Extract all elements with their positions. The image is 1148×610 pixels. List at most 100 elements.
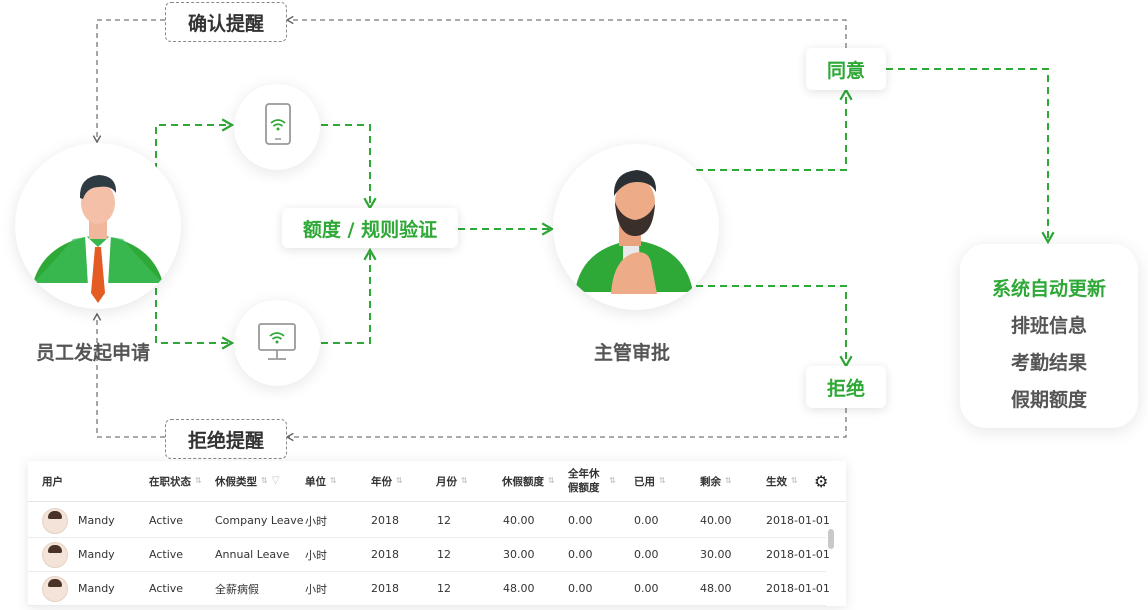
sort-icon[interactable]: ⇅ — [791, 476, 798, 485]
cell-quota: 48.00 — [503, 582, 535, 595]
header-effective[interactable]: 生效⇅ — [766, 475, 798, 488]
sort-icon[interactable]: ⇅ — [461, 476, 468, 485]
manager-label: 主管审批 — [594, 342, 671, 364]
cell-annual-quota: 0.00 — [568, 514, 593, 527]
header-month[interactable]: 月份⇅ — [436, 475, 468, 488]
cell-unit: 小时 — [305, 514, 327, 528]
confirm-reminder-label: 确认提醒 — [187, 12, 264, 35]
manager-avatar-icon — [575, 170, 693, 294]
table-header: 用户 在职状态⇅ 休假类型⇅▽ 单位⇅ 年份⇅ 月份⇅ 休假额度⇅ 全年休假额度… — [28, 461, 846, 502]
reject-reminder-to-employee-line — [92, 312, 165, 438]
header-used[interactable]: 已用⇅ — [634, 475, 666, 488]
sort-icon[interactable]: ⇅ — [195, 476, 202, 485]
result-attendance: 考勤结果 — [1010, 352, 1087, 374]
header-user[interactable]: 用户 — [42, 475, 63, 488]
reject-label: 拒绝 — [826, 377, 865, 400]
cell-used: 0.00 — [634, 514, 659, 527]
gear-icon[interactable]: ⚙ — [814, 471, 829, 491]
agree-to-confirm-reminder-line — [285, 15, 847, 48]
validation-box: 额度 / 规则验证 — [282, 208, 458, 248]
mobile-phone-icon — [265, 103, 291, 145]
sort-icon[interactable]: ⇅ — [659, 476, 666, 485]
reject-reminder-label: 拒绝提醒 — [187, 429, 264, 452]
filter-icon[interactable]: ▽ — [271, 475, 280, 486]
cell-annual-quota: 0.00 — [568, 548, 593, 561]
employee-label: 员工发起申请 — [36, 342, 151, 364]
cell-effective: 2018-01-01 — [766, 514, 830, 527]
cell-month: 12 — [437, 582, 451, 595]
manager-to-reject-line — [696, 285, 853, 369]
cell-quota: 30.00 — [503, 548, 535, 561]
employee-circle — [15, 143, 181, 309]
sort-icon[interactable]: ⇅ — [396, 476, 403, 485]
table-row[interactable]: Mandy Active 全薪病假 小时 2018 12 48.00 0.00 … — [28, 572, 830, 606]
avatar — [42, 575, 68, 602]
phone-to-validation-line — [321, 124, 377, 211]
phone-circle — [234, 84, 320, 170]
agree-box: 同意 — [806, 48, 886, 90]
sort-icon[interactable]: ⇅ — [725, 476, 732, 485]
header-remaining[interactable]: 剩余⇅ — [700, 475, 732, 488]
reject-to-reject-reminder-line — [285, 408, 847, 442]
header-quota[interactable]: 休假额度⇅ — [502, 475, 555, 488]
table-row[interactable]: Mandy Active Company Leave 小时 2018 12 40… — [28, 504, 830, 538]
header-leave-type[interactable]: 休假类型⇅▽ — [215, 475, 280, 488]
sort-icon[interactable]: ⇅ — [548, 476, 555, 485]
cell-year: 2018 — [371, 548, 399, 561]
cell-year: 2018 — [371, 514, 399, 527]
reject-box: 拒绝 — [806, 366, 886, 408]
confirm-reminder-box: 确认提醒 — [165, 2, 287, 42]
cell-remaining: 30.00 — [700, 548, 732, 561]
avatar — [42, 507, 68, 534]
employee-to-desktop-line — [155, 288, 235, 350]
cell-status: Active — [149, 514, 184, 527]
cell-remaining: 40.00 — [700, 514, 732, 527]
cell-unit: 小时 — [305, 548, 327, 562]
result-system-update: 系统自动更新 — [991, 278, 1106, 300]
employee-avatar-icon — [33, 175, 163, 303]
reject-reminder-box: 拒绝提醒 — [165, 419, 287, 459]
cell-used: 0.00 — [634, 548, 659, 561]
cell-effective: 2018-01-01 — [766, 582, 830, 595]
sort-icon[interactable]: ⇅ — [330, 476, 337, 485]
cell-annual-quota: 0.00 — [568, 582, 593, 595]
desktop-circle — [234, 300, 320, 386]
desktop-to-validation-line — [321, 247, 377, 344]
cell-user: Mandy — [78, 548, 115, 561]
cell-month: 12 — [437, 514, 451, 527]
cell-status: Active — [149, 582, 184, 595]
table-scrollbar[interactable] — [828, 529, 834, 549]
cell-user: Mandy — [78, 582, 115, 595]
avatar — [42, 541, 68, 568]
cell-user: Mandy — [78, 514, 115, 527]
header-unit[interactable]: 单位⇅ — [305, 475, 337, 488]
cell-unit: 小时 — [305, 582, 327, 596]
result-schedule-info: 排班信息 — [1010, 315, 1087, 337]
results-panel: 系统自动更新 排班信息 考勤结果 假期额度 — [960, 244, 1138, 428]
sort-icon[interactable]: ⇅ — [609, 476, 616, 485]
cell-month: 12 — [437, 548, 451, 561]
cell-leave-type: 全薪病假 — [215, 582, 259, 596]
header-annual-quota[interactable]: 全年休假额度⇅ — [568, 468, 616, 494]
sort-icon[interactable]: ⇅ — [261, 476, 268, 485]
cell-status: Active — [149, 548, 184, 561]
result-leave-quota: 假期额度 — [1010, 389, 1087, 411]
agree-to-results-line — [886, 68, 1055, 245]
table-row[interactable]: Mandy Active Annual Leave 小时 2018 12 30.… — [28, 538, 830, 572]
cell-used: 0.00 — [634, 582, 659, 595]
manager-to-agree-line — [696, 87, 853, 171]
validation-label: 额度 / 规则验证 — [302, 218, 438, 241]
cell-year: 2018 — [371, 582, 399, 595]
cell-quota: 40.00 — [503, 514, 535, 527]
cell-leave-type: Company Leave — [215, 514, 304, 527]
header-year[interactable]: 年份⇅ — [371, 475, 403, 488]
cell-leave-type: Annual Leave — [215, 548, 290, 561]
header-status[interactable]: 在职状态⇅ — [149, 475, 202, 488]
cell-effective: 2018-01-01 — [766, 548, 830, 561]
leave-quota-table: 用户 在职状态⇅ 休假类型⇅▽ 单位⇅ 年份⇅ 月份⇅ 休假额度⇅ 全年休假额度… — [28, 461, 846, 606]
manager-circle — [553, 144, 719, 310]
desktop-monitor-icon — [258, 323, 296, 360]
agree-label: 同意 — [826, 59, 865, 82]
cell-remaining: 48.00 — [700, 582, 732, 595]
